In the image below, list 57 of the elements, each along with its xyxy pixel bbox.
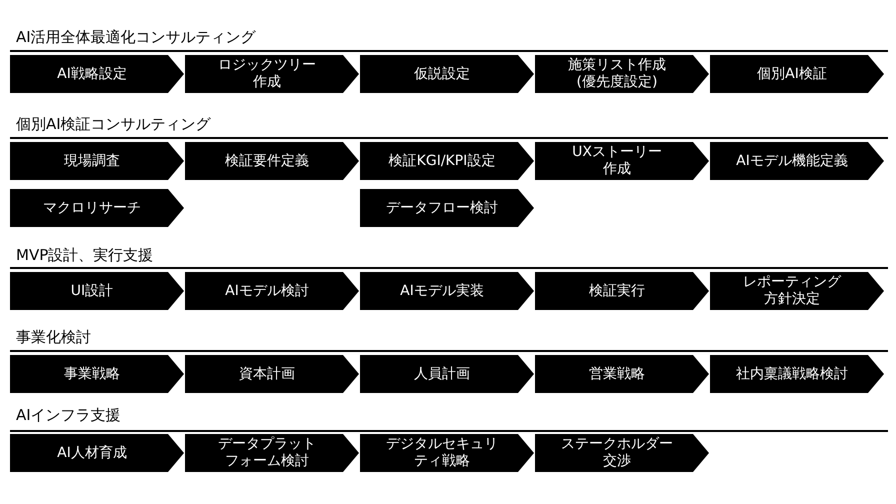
step-label: 事業戦略	[63, 366, 121, 382]
process-step-box	[710, 142, 884, 180]
step-label: 人員計画	[413, 366, 471, 382]
section-heading: 事業化検討	[16, 327, 91, 347]
step-label: UI設計	[70, 282, 114, 300]
step-label: ロジックツリー作成	[217, 57, 317, 91]
process-step-box	[10, 189, 184, 227]
process-step-box	[535, 272, 709, 310]
process-step-box	[360, 142, 534, 180]
step-label: 営業戦略	[588, 366, 646, 382]
process-step-box	[10, 142, 184, 180]
process-step-box	[710, 355, 884, 393]
process-step-box	[535, 434, 709, 472]
step-label: AIモデル検討	[224, 282, 310, 300]
process-step-box	[360, 272, 534, 310]
process-step-box	[535, 355, 709, 393]
process-step-box	[10, 434, 184, 472]
step-label: 検証要件定義	[224, 152, 310, 170]
step-label: 個別AI検証	[756, 66, 828, 82]
section-heading: MVP設計、実行支援	[16, 245, 154, 265]
step-label: 仮説設定	[413, 66, 471, 82]
process-step-box	[535, 142, 709, 180]
process-step-box	[360, 355, 534, 393]
process-step-box	[185, 55, 359, 93]
process-step-box	[360, 434, 534, 472]
process-step-box	[185, 142, 359, 180]
section-heading: 個別AI検証コンサルティング	[16, 114, 211, 134]
step-label: ステークホルダー交渉	[560, 436, 674, 470]
step-label: レポーティング方針決定	[742, 274, 842, 308]
step-label: 資本計画	[238, 366, 296, 382]
process-step-box	[360, 55, 534, 93]
step-label: 施策リスト作成(優先度設定)	[567, 57, 667, 91]
step-label: データプラットフォーム検討	[217, 436, 317, 470]
step-label: 検証実行	[588, 282, 646, 300]
process-step-box	[360, 189, 534, 227]
process-step-box	[710, 55, 884, 93]
process-step-box	[185, 355, 359, 393]
step-label: 現場調査	[63, 152, 121, 170]
process-step-box	[10, 272, 184, 310]
step-label: AIモデル機能定義	[735, 152, 849, 170]
step-label: 検証KGI/KPI設定	[388, 152, 496, 170]
step-label: AIモデル実装	[399, 282, 485, 300]
process-step-box	[535, 55, 709, 93]
section-heading: AIインフラ支援	[16, 405, 121, 425]
step-label: AI人材育成	[56, 444, 128, 462]
step-label: デジタルセキュリティ戦略	[385, 436, 499, 470]
process-step-box	[710, 272, 884, 310]
process-step-box	[185, 272, 359, 310]
step-label: マクロリサーチ	[42, 200, 142, 216]
process-step-box	[10, 355, 184, 393]
step-label: 社内稟議戦略検討	[735, 366, 849, 382]
section-heading: AI活用全体最適化コンサルティング	[16, 27, 256, 47]
step-label: データフロー検討	[385, 200, 499, 216]
process-step-box	[185, 434, 359, 472]
step-label: UXストーリー作成	[571, 144, 663, 178]
step-label: AI戦略設定	[56, 66, 128, 82]
process-step-box	[10, 55, 184, 93]
